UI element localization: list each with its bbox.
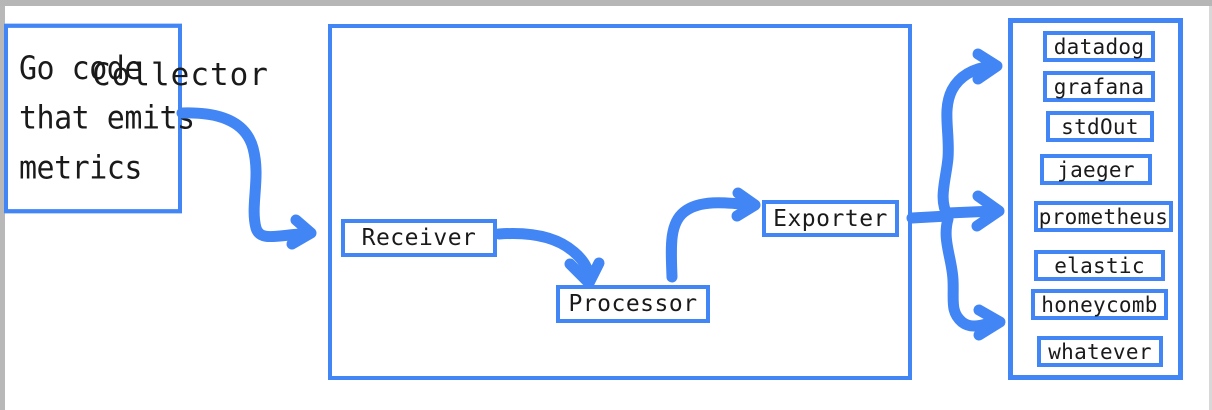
- destination-stdout: stdOut: [1046, 111, 1154, 142]
- arrow-source-to-receiver: [176, 107, 317, 250]
- destination-datadog: datadog: [1043, 31, 1155, 62]
- window-right-edge: [1209, 6, 1212, 410]
- go-code-source-box: Go code that emits metrics: [4, 23, 195, 214]
- processor-box: Processor: [556, 285, 710, 323]
- collector-title: Collector: [92, 57, 269, 93]
- destination-honeycomb: honeycomb: [1031, 289, 1168, 320]
- destination-prometheus: prometheus: [1034, 201, 1173, 232]
- destination-whatever: whatever: [1037, 336, 1163, 367]
- receiver-box: Receiver: [341, 219, 497, 257]
- destination-elastic: elastic: [1034, 250, 1165, 281]
- go-code-line-1: Go code: [19, 50, 142, 88]
- window-left-edge: [0, 6, 5, 410]
- go-code-line-3: metrics: [19, 149, 142, 187]
- window-top-edge: [0, 0, 1212, 6]
- destination-jaeger: jaeger: [1040, 154, 1152, 185]
- exporter-box: Exporter: [762, 200, 899, 237]
- arrow-exporter-fanout: [906, 48, 1006, 341]
- go-code-line-2: that emits: [19, 99, 195, 138]
- destination-grafana: grafana: [1043, 71, 1155, 102]
